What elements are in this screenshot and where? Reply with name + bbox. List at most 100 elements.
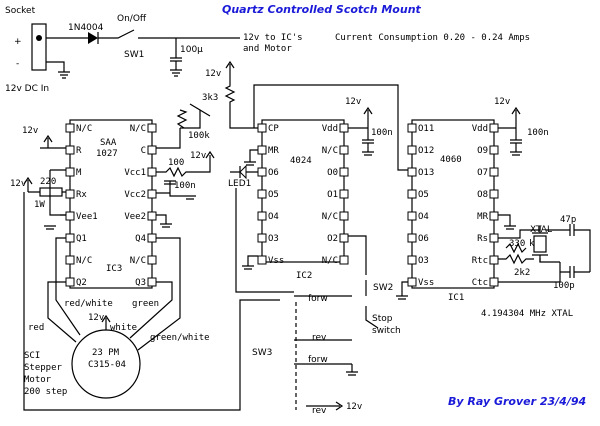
ic1-vss-ground (396, 281, 408, 300)
ic1-vdd-12v: 12v (494, 97, 510, 107)
cap-100u-symbol (170, 38, 182, 77)
ic1-pin-label-right-3: O8 (477, 190, 488, 200)
ic3-pin-label-left-2: M (76, 168, 82, 178)
ic3-pin-label-left-7: Q2 (76, 278, 87, 288)
motor-return-wire (23, 192, 280, 411)
ic2-pin-label-right-6: N/C (322, 256, 338, 266)
ic2-pin-label-left-3: O5 (268, 190, 279, 200)
ground-symbol-1 (46, 61, 70, 79)
ic3-pin-label-right-3: Vcc2 (124, 190, 146, 200)
supply-note-2: and Motor (243, 44, 292, 54)
led-icon (239, 164, 247, 180)
ic2-body (261, 119, 345, 263)
ic2-pin-right-5 (339, 233, 349, 243)
ic1-pin-label-right-7: Ctc (472, 278, 488, 288)
diode-icon (88, 32, 98, 44)
motor-12v-arrow (101, 314, 111, 323)
sw3-rev-1: rev (312, 333, 327, 343)
sw2-symbol (365, 280, 379, 329)
ic3-pin-right-6 (147, 255, 157, 265)
res-330k-symbol (505, 242, 527, 254)
sw3-rev-2: rev (312, 406, 327, 416)
ic2-pin-label-left-2: O6 (268, 168, 279, 178)
wire-red-white-label: red/white (64, 299, 113, 309)
ic1-pin-left-5 (407, 233, 417, 243)
ic3-pin-label-left-0: N/C (76, 124, 92, 134)
ic3-pin-left-7 (65, 277, 75, 287)
ic1-pin-right-0 (489, 123, 499, 133)
res-100-label: 100 (168, 158, 184, 168)
ic2-pin-label-left-5: O3 (268, 234, 279, 244)
ic2-part: 4024 (290, 156, 312, 166)
ic3-pin-left-2 (65, 167, 75, 177)
cap-100n-ic3-label: 100n (174, 181, 196, 191)
ic1-pin-label-left-0: O11 (418, 124, 434, 134)
cap-100p-label: 100p (553, 281, 575, 291)
ic1-pin-left-2 (407, 167, 417, 177)
ic2-pin-right-2 (339, 167, 349, 177)
ic1-pin-label-right-0: Vdd (472, 124, 488, 134)
ic1-pin-label-right-6: Rtc (472, 256, 488, 266)
ic2-pin-left-0 (257, 123, 267, 133)
ic1-part: 4060 (440, 155, 462, 165)
sw3-name: SW3 (252, 348, 272, 358)
ic2-pin-left-5 (257, 233, 267, 243)
switch1-name: SW1 (124, 50, 144, 60)
res-2k2-symbol (498, 253, 534, 265)
ic2-pin-right-1 (339, 145, 349, 155)
ic3-rx-supply (23, 176, 66, 193)
sw3-ground (346, 364, 358, 376)
ic2-o2-wire (348, 235, 367, 275)
sw3-forw-1: forw (308, 294, 328, 304)
ic2-pin-left-4 (257, 211, 267, 221)
ic3-m-wire (44, 169, 66, 230)
ic3-pin-right-1 (147, 145, 157, 155)
ic2-cp-link (253, 84, 408, 171)
ic3-pin-left-5 (65, 233, 75, 243)
motor-desc-3: Motor (24, 375, 52, 385)
ic2-pin-left-6 (257, 255, 267, 265)
xtal-plates (532, 226, 560, 263)
wire-green (129, 281, 173, 339)
ic3-r-12v: 12v (22, 126, 38, 136)
ic3-pin-right-0 (147, 123, 157, 133)
ic1-pin-left-4 (407, 211, 417, 221)
wire-red (47, 281, 77, 343)
socket-body (31, 23, 47, 71)
ic2-pin-label-left-1: MR (268, 146, 279, 156)
ic1-name: IC1 (448, 293, 464, 303)
ic1-pin-right-4 (489, 211, 499, 221)
ic3-r-supply (40, 134, 66, 149)
ic3-pin-right-7 (147, 277, 157, 287)
xtal-icon (533, 235, 547, 253)
ic1-pin-left-6 (407, 255, 417, 265)
ic3-vee2-ground (156, 214, 172, 228)
ic3-pin-right-4 (147, 211, 157, 221)
ic3-vcc1-wire (156, 150, 215, 178)
socket-minus: - (16, 59, 19, 69)
ic3-pin-right-5 (147, 233, 157, 243)
xtal-frequency: 4.194304 MHz XTAL (481, 309, 573, 319)
ic2-pin-right-4 (339, 211, 349, 221)
cap-100n-ic3 (156, 180, 196, 200)
res-330k-suffix: k (529, 239, 535, 249)
ic1-pin-right-1 (489, 145, 499, 155)
ic1-pin-label-right-1: O9 (477, 146, 488, 156)
cap-100u-label: 100µ (180, 45, 203, 55)
ic1-pin-label-left-3: O5 (418, 190, 429, 200)
ic2-pin-label-left-4: O4 (268, 212, 279, 222)
ic3-pin-label-right-6: N/C (130, 256, 146, 266)
ic1-mr-ground (498, 214, 516, 230)
socket-dc-in: 12v DC In (5, 84, 49, 94)
ic3-rx-12v: 12v (10, 179, 26, 189)
ic1-pin-right-2 (489, 167, 499, 177)
ic3-pin-label-left-5: Q1 (76, 234, 87, 244)
motor-model: C315-04 (88, 360, 126, 370)
cap-100n-ic2 (348, 106, 374, 156)
ic1-pin-right-6 (489, 255, 499, 265)
ic3-pin-left-4 (65, 211, 75, 221)
motor-desc-1: SCI (24, 351, 40, 361)
motor-pm: 23 PM (92, 348, 120, 358)
wire-red-white (55, 237, 81, 336)
